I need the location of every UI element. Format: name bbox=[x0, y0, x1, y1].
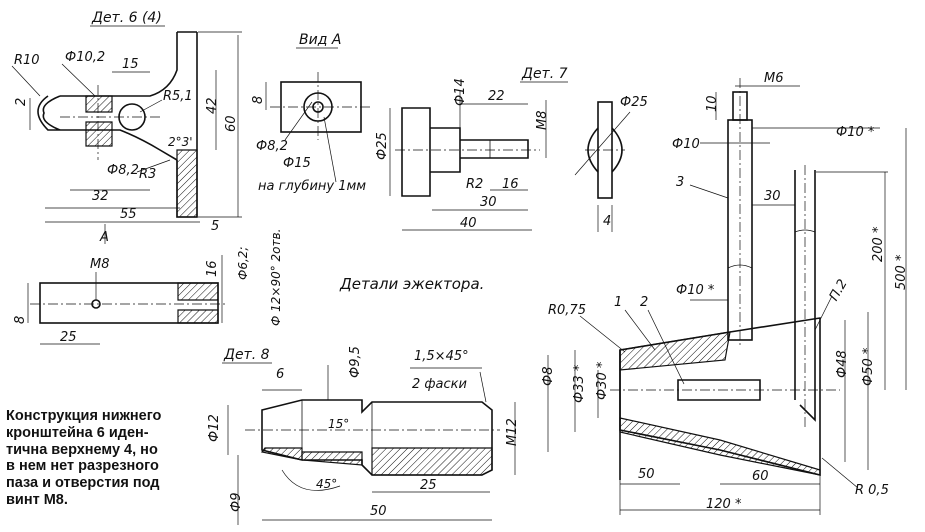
dim-phi30-star: Ф30 * bbox=[595, 361, 610, 400]
dim-30: 30 bbox=[480, 195, 497, 210]
dim-500-star: 500 * bbox=[894, 254, 909, 290]
dim-phi12-8: Ф12 bbox=[207, 414, 222, 442]
dim-phi50-star: Ф50 * bbox=[861, 347, 876, 386]
dim-phi8-2: Ф8,2 bbox=[107, 163, 139, 178]
dim-m8-7: М8 bbox=[535, 111, 550, 131]
detail-7: Дет. 7 Ф14 22 М8 Ф25 R2 16 30 40 Ф25 4 bbox=[375, 66, 648, 232]
part-1-label: 1 bbox=[614, 295, 622, 310]
dim-phi10-2: Ф10,2 bbox=[65, 50, 105, 65]
dim-15deg: 15° bbox=[328, 417, 349, 431]
dim-50-a: 50 bbox=[638, 467, 655, 482]
dim-chamfer: 1,5×45° bbox=[414, 349, 469, 364]
ejector-assembly: М6 10 Ф10 Ф10 * 3 30 200 * 500 * Ф10 * П… bbox=[548, 71, 909, 515]
dim-55: 55 bbox=[120, 207, 137, 222]
dim-42: 42 bbox=[205, 97, 220, 114]
detail-6-bottom-view: М8 16 8 25 Ф6,2; Ф 12×90° 2отв. bbox=[13, 229, 283, 345]
dim-phi25-7: Ф25 bbox=[375, 132, 390, 160]
dim-angle: 2°3' bbox=[168, 135, 193, 149]
dim-chamfer-note: 2 фаски bbox=[412, 377, 467, 392]
dim-r2: R2 bbox=[466, 177, 483, 192]
dim-m12: М12 bbox=[505, 418, 520, 446]
depth-note: на глубину 1мм bbox=[258, 179, 366, 194]
dim-40: 40 bbox=[460, 216, 477, 231]
note-line: винт М8. bbox=[6, 491, 68, 508]
dim-60: 60 bbox=[224, 115, 239, 132]
dim-phi10-star-a: Ф10 * bbox=[836, 125, 875, 140]
dim-200-star: 200 * bbox=[871, 226, 886, 262]
dim-60-a: 60 bbox=[752, 469, 769, 484]
dim-16-7: 16 bbox=[502, 177, 519, 192]
dim-m8: М8 bbox=[90, 257, 110, 272]
dim-25-8: 25 bbox=[420, 478, 437, 493]
dim-m6: М6 bbox=[764, 71, 784, 86]
dim-8-view: 8 bbox=[251, 96, 266, 104]
view-a-title: Вид А bbox=[299, 32, 341, 48]
detail-8: Дет. 8 6 Ф9,5 1,5×45° 2 фаски Ф8 Ф12 15°… bbox=[207, 346, 556, 525]
dim-phi10-star-b: Ф10 * bbox=[676, 283, 715, 298]
view-a: Вид А 8 Ф8,2 Ф15 на глубину 1мм bbox=[251, 32, 372, 194]
dim-2: 2 bbox=[14, 98, 29, 106]
dim-5: 5 bbox=[211, 219, 219, 234]
dim-phi9: Ф9 bbox=[229, 493, 244, 512]
drawing-caption: Детали эжектора. bbox=[339, 275, 484, 293]
dim-32: 32 bbox=[92, 189, 109, 204]
note-line: в нем нет разрезного bbox=[6, 458, 159, 475]
note-line: паза и отверстия под bbox=[6, 475, 160, 492]
dim-r3: R3 bbox=[139, 167, 156, 182]
dim-phi25-side: Ф25 bbox=[620, 95, 648, 110]
dim-r10: R10 bbox=[14, 53, 40, 68]
dim-22: 22 bbox=[488, 89, 505, 104]
det6-title: Дет. 6 (4) bbox=[91, 10, 162, 26]
dim-25: 25 bbox=[60, 330, 77, 345]
dim-phi48: Ф48 bbox=[835, 350, 850, 378]
bracket-note: Конструкция нижнего кронштейна 6 иден- т… bbox=[6, 408, 218, 509]
dim-phi12-holes: Ф 12×90° 2отв. bbox=[269, 229, 283, 326]
note-line: тична верхнему 4, но bbox=[6, 441, 158, 458]
part-3-label: 3 bbox=[676, 175, 684, 190]
dim-45deg: 45° bbox=[316, 477, 337, 491]
dim-15: 15 bbox=[122, 57, 139, 72]
note-line: Конструкция нижнего bbox=[6, 408, 162, 424]
dim-8b: 8 bbox=[13, 316, 28, 324]
dim-120-star: 120 * bbox=[706, 497, 742, 512]
part-2-label: 2 bbox=[640, 295, 648, 310]
dim-4: 4 bbox=[603, 214, 611, 229]
det7-title: Дет. 7 bbox=[521, 66, 568, 82]
dim-16: 16 bbox=[205, 260, 220, 277]
dim-r0-5: R 0,5 bbox=[855, 483, 889, 498]
view-mark-a: A bbox=[99, 230, 109, 245]
dim-50-8: 50 bbox=[370, 504, 387, 519]
dim-phi15: Ф15 bbox=[283, 156, 311, 171]
dim-r5-1: R5,1 bbox=[163, 89, 193, 104]
dim-phi10-a: Ф10 bbox=[672, 137, 700, 152]
det8-title: Дет. 8 bbox=[223, 347, 270, 363]
dim-r0-75: R0,75 bbox=[548, 303, 586, 318]
dim-phi8-8: Ф8 bbox=[541, 367, 556, 386]
dim-phi8-2-view: Ф8,2 bbox=[256, 139, 288, 154]
dim-phi33-star: Ф33 * bbox=[572, 364, 587, 403]
dim-phi9-5: Ф9,5 bbox=[348, 346, 363, 378]
dim-10: 10 bbox=[705, 95, 720, 112]
note-line: кронштейна 6 иден- bbox=[6, 424, 149, 441]
dim-phi6-2: Ф6,2; bbox=[236, 247, 250, 280]
dim-6-8: 6 bbox=[276, 367, 284, 382]
dim-30-a: 30 bbox=[764, 189, 781, 204]
dim-phi14: Ф14 bbox=[453, 78, 468, 106]
detail-6-bracket: Дет. 6 (4) R10 Ф10,2 15 R5,1 2 42 60 bbox=[11, 10, 242, 245]
